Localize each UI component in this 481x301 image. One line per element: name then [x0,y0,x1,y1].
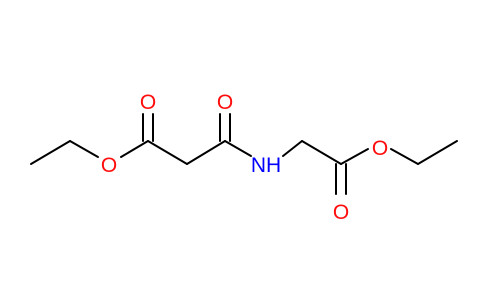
bond-o-ethyl-right-ch2 [390,148,419,165]
bond-n-ch2 [282,140,303,157]
atom-amide-nitrogen: NH [251,154,281,177]
atom-carbonyl-oxygen-left: O [140,91,156,114]
atom-carbonyl-oxygen-amide: O [217,91,233,114]
bond-amide-carbon-n [224,140,252,157]
atom-carbonyl-oxygen-right: O [333,201,349,224]
bond-ethyl-right-ch2-ch3 [417,140,458,165]
bond-ch2-amide-carbon [186,140,226,165]
atom-ester-oxygen-left: O [101,154,117,177]
bond-ch2-ester-carbon-right [301,140,342,165]
bond-ethyl-left-ch2-o [69,140,99,158]
bond-ester-carbon-ch2 [147,140,188,165]
bond-ester-carbon-o-right [340,148,369,165]
bond-o-ester-carbon-left [120,140,149,158]
atom-ester-oxygen-right: O [372,137,388,160]
bond-layer [30,113,458,195]
bond-ethyl-left-ch3-ch2 [30,140,71,165]
atom-label-layer: O O O NH O O [101,91,388,224]
